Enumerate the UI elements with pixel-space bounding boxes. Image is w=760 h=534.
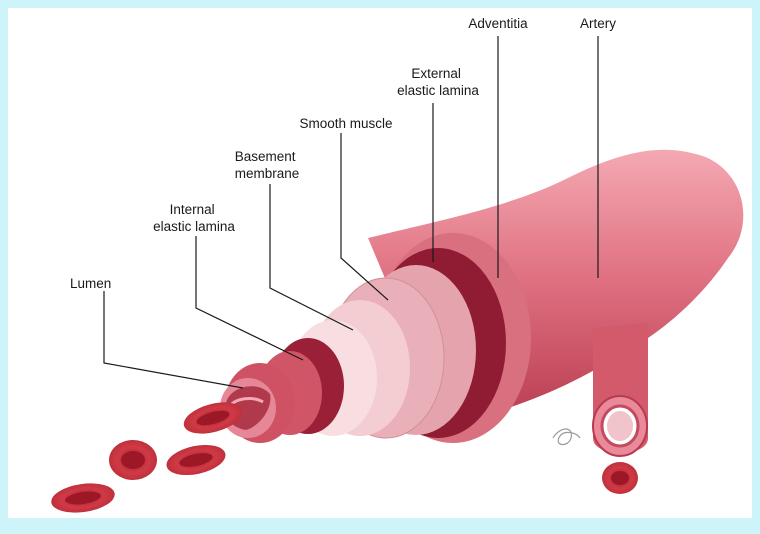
label-internal-elastic-lamina: Internal elastic lamina <box>153 202 235 234</box>
label-smooth-muscle: Smooth muscle <box>299 116 392 131</box>
label-lumen: Lumen <box>70 276 111 291</box>
red-blood-cell-icon <box>49 480 116 517</box>
label-basement-membrane: Basement membrane <box>235 149 300 181</box>
lumen-leader <box>104 291 243 388</box>
internal-elastic-lamina-leader <box>196 236 303 360</box>
red-blood-cell-icon <box>109 440 157 480</box>
artery-illustration: Lumen Internal elastic lamina Basement m… <box>8 8 752 518</box>
smooth-muscle-leader <box>341 133 388 300</box>
red-blood-cell-icon <box>602 462 638 494</box>
red-blood-cell-icon <box>164 440 229 480</box>
label-external-elastic-lamina: External elastic lamina <box>397 66 479 98</box>
label-artery: Artery <box>580 16 616 31</box>
label-adventitia: Adventitia <box>468 16 528 31</box>
artery-diagram: Lumen Internal elastic lamina Basement m… <box>8 8 752 518</box>
signature-mark-icon <box>553 429 580 445</box>
